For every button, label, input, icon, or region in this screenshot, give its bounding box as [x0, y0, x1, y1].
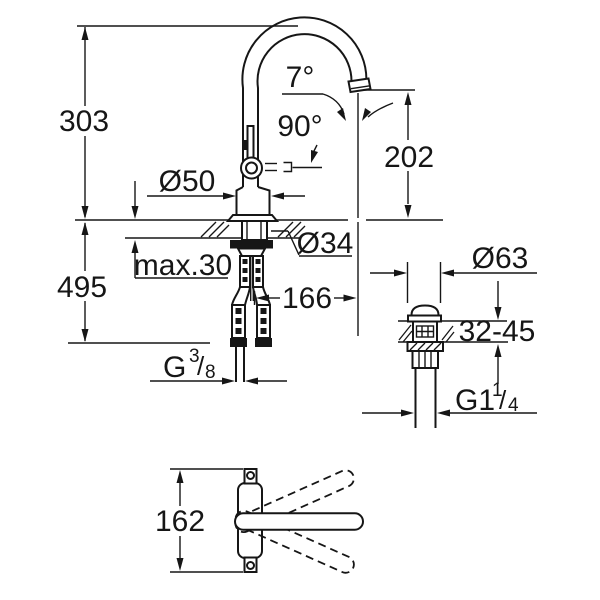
- body-lower: [235, 186, 271, 215]
- label-supply-thread-slash: /: [197, 351, 205, 381]
- mounting-shank: [241, 220, 268, 241]
- handle-pivot: [240, 156, 263, 180]
- aerator: [347, 77, 372, 94]
- dim-handle-swing: 90°: [265, 110, 323, 173]
- hose-fitting-right: [255, 338, 272, 347]
- label-supply-thread-den: 8: [205, 362, 216, 383]
- label-hole-diameter: Ø34: [297, 227, 354, 260]
- dim-spout-projection: 166: [253, 282, 357, 315]
- dim-supply-thread: G 3 / 8: [150, 346, 287, 385]
- drain-valve-view: Ø63 32-45: [362, 242, 537, 428]
- label-drain-thread-num: 1: [492, 380, 503, 401]
- handle-top-view: 162: [155, 468, 364, 574]
- callout-hole-diameter: Ø34: [271, 227, 353, 260]
- faucet-front-view: [225, 16, 372, 382]
- label-spout-clearance: 202: [384, 141, 434, 174]
- screw-bottom: [246, 561, 255, 570]
- reference-lines: [68, 25, 443, 344]
- label-handle-top-view-span: 162: [155, 505, 205, 538]
- spout-inner-contour: [256, 33, 353, 187]
- dim-total-height: 303: [59, 27, 109, 219]
- dim-spout-clearance: 202: [358, 89, 434, 218]
- dim-spout-angle: 7°: [282, 61, 394, 121]
- mounting-washer: [236, 247, 267, 257]
- hose-fitting-left: [230, 338, 247, 347]
- label-spout-projection: 166: [282, 282, 332, 315]
- escutcheon: [225, 214, 280, 222]
- label-drain-thread-g: G1: [455, 384, 495, 417]
- mounting-nut: [230, 240, 273, 249]
- dim-below-deck-height: 495: [57, 222, 107, 342]
- label-drain-thread-den: 4: [508, 395, 519, 416]
- label-handle-swing: 90°: [277, 110, 322, 143]
- screw-top: [246, 471, 255, 480]
- drain-cap: [410, 304, 440, 317]
- dim-base-diameter: Ø50: [147, 165, 305, 200]
- label-below-deck-height: 495: [57, 271, 107, 304]
- handle-top-view-bar: [234, 512, 364, 531]
- label-deck-max-thickness: max.30: [134, 249, 232, 282]
- label-spout-angle: 7°: [286, 61, 315, 94]
- label-drain-deck-range: 32-45: [459, 315, 536, 348]
- dim-deck-max-thickness: max.30: [131, 181, 232, 282]
- label-drain-thread-slash: /: [499, 385, 507, 415]
- label-total-height: 303: [59, 105, 109, 138]
- label-supply-thread-g: G: [163, 351, 186, 384]
- spout-outer-contour: [241, 16, 368, 187]
- label-base-diameter: Ø50: [159, 165, 216, 198]
- label-drain-cap-diameter: Ø63: [472, 242, 529, 275]
- label-supply-thread-num: 3: [189, 346, 200, 367]
- countertop-hatching: [200, 221, 306, 238]
